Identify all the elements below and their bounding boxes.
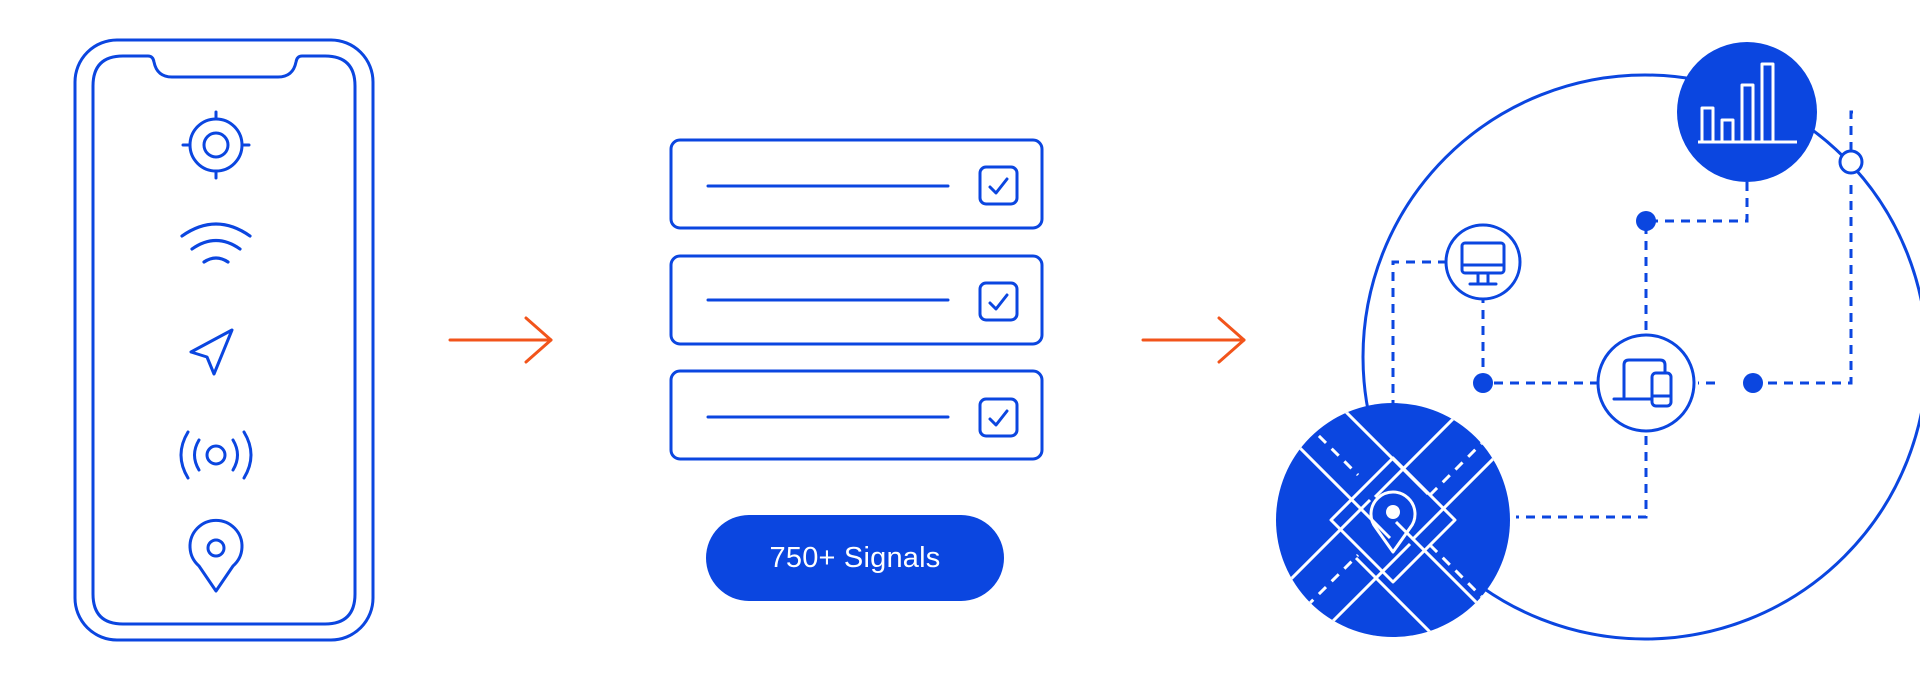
bar-chart-node (1677, 42, 1817, 182)
signals-count-badge: 750+ Signals (706, 515, 1004, 601)
navigation-arrow-icon (189, 328, 234, 376)
network-node-hollow-dot (1838, 149, 1864, 175)
target-icon (181, 110, 251, 180)
network-boundary-circle (1361, 73, 1920, 641)
wifi-icon (180, 222, 252, 264)
network-node-dot (1473, 373, 1493, 393)
signal-list (669, 138, 1044, 461)
location-pin-icon (188, 518, 244, 593)
checkbox-checked-icon (978, 397, 1019, 438)
network-illustration (1276, 42, 1920, 641)
devices-node (1596, 333, 1696, 433)
network-node-dot (1743, 373, 1763, 393)
flow-arrow-2 (1141, 316, 1246, 364)
phone-illustration (73, 38, 375, 642)
signal-row (669, 254, 1044, 346)
checkbox-checked-icon (978, 165, 1019, 206)
network-dots (1473, 211, 1763, 393)
desktop-monitor-icon (1460, 241, 1506, 286)
checkbox-checked-icon (978, 281, 1019, 322)
network-connectors (1391, 110, 1853, 519)
signal-row (669, 369, 1044, 461)
desktop-node (1444, 223, 1522, 301)
bar-chart-icon (1698, 62, 1797, 144)
phone-screen-notch (91, 54, 357, 626)
signal-row (669, 138, 1044, 230)
flow-arrow-1 (448, 316, 553, 364)
devices-icon (1612, 358, 1673, 408)
signals-count-label: 750+ Signals (769, 541, 941, 574)
network-node-dot (1636, 211, 1656, 231)
map-location-node (1276, 403, 1510, 637)
map-pin-icon (1369, 490, 1417, 554)
phone-outer-frame (73, 38, 375, 642)
map-location-icon (1276, 403, 1510, 637)
broadcast-icon (179, 430, 253, 480)
